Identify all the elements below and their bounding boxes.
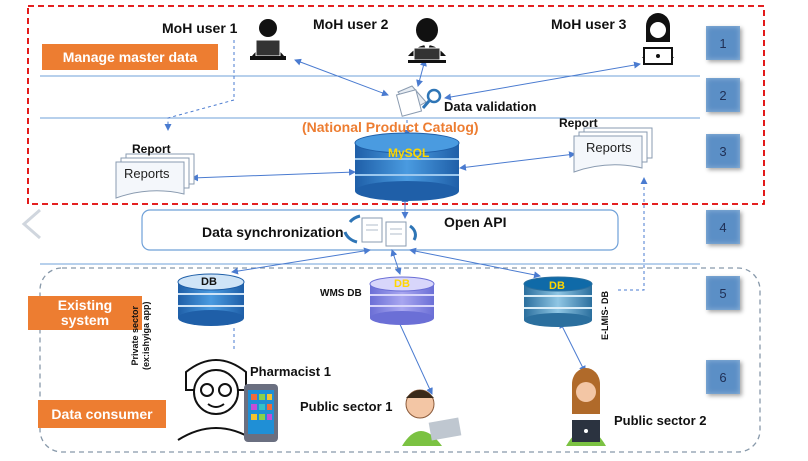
elmis-db-label: E-LMIS- DB — [600, 291, 610, 340]
step-badge-6: 6 — [706, 360, 740, 394]
public-sector-2-label: Public sector 2 — [614, 413, 707, 428]
step-badge-4: 4 — [706, 210, 740, 244]
moh-user-1-icon — [250, 19, 286, 60]
report-right-title: Report — [559, 116, 598, 130]
mysql-label: MySQL — [388, 146, 430, 160]
pharmacist-icon — [177, 359, 255, 441]
report-left-title: Report — [132, 142, 171, 156]
report-documents-right-icon — [573, 127, 653, 173]
public-sector-1-icon — [402, 389, 462, 446]
step-badge-5: 5 — [706, 276, 740, 310]
private-sector-label: Private sector (ex:ishyiga app) — [130, 301, 152, 370]
data-consumer-box: Data consumer — [38, 400, 166, 428]
existing-system-line-2: system — [60, 312, 110, 328]
open-api-label: Open API — [444, 214, 507, 230]
existing-system-box: Existing system — [28, 296, 142, 330]
step-badge-1: 1 — [706, 26, 740, 60]
moh-user-3-icon — [642, 13, 674, 65]
public-sector-2-icon — [566, 368, 606, 446]
chevron-left-icon — [21, 208, 41, 240]
pharmacist-label: Pharmacist 1 — [250, 364, 331, 379]
report-documents-left-icon — [115, 153, 195, 199]
manage-master-data-box: Manage master data — [42, 44, 218, 70]
mysql-database-icon — [354, 132, 460, 201]
private-sector-line-2: (ex:ishyiga app) — [141, 301, 151, 370]
mobile-phone-icon — [244, 384, 278, 442]
moh-user-2-label: MoH user 2 — [313, 16, 389, 32]
wms-db-icon — [369, 276, 435, 325]
catalog-label: (National Product Catalog) — [302, 119, 479, 135]
sync-documents-icon — [343, 214, 417, 247]
data-sync-label: Data synchronization — [202, 224, 344, 240]
moh-user-2-icon — [408, 18, 446, 63]
report-left-doc: Reports — [124, 166, 170, 181]
db-1-label: DB — [201, 276, 217, 288]
moh-user-1-label: MoH user 1 — [162, 20, 238, 36]
master-data-frame — [27, 5, 765, 205]
data-validation-label: Data validation — [444, 99, 537, 114]
wms-db-inner-label: DB — [394, 278, 410, 290]
existing-system-line-1: Existing — [57, 297, 113, 313]
private-sector-line-1: Private sector — [130, 305, 140, 366]
elmis-db-icon — [523, 276, 593, 327]
data-validation-icon — [395, 85, 442, 117]
report-right-doc: Reports — [586, 140, 632, 155]
elmis-db-inner-label: DB — [549, 280, 565, 292]
step-badge-3: 3 — [706, 134, 740, 168]
moh-user-3-label: MoH user 3 — [551, 16, 627, 32]
private-sector-db-icon — [177, 273, 245, 326]
wms-db-label: WMS DB — [320, 288, 362, 299]
public-sector-1-label: Public sector 1 — [300, 399, 393, 414]
step-badge-2: 2 — [706, 78, 740, 112]
